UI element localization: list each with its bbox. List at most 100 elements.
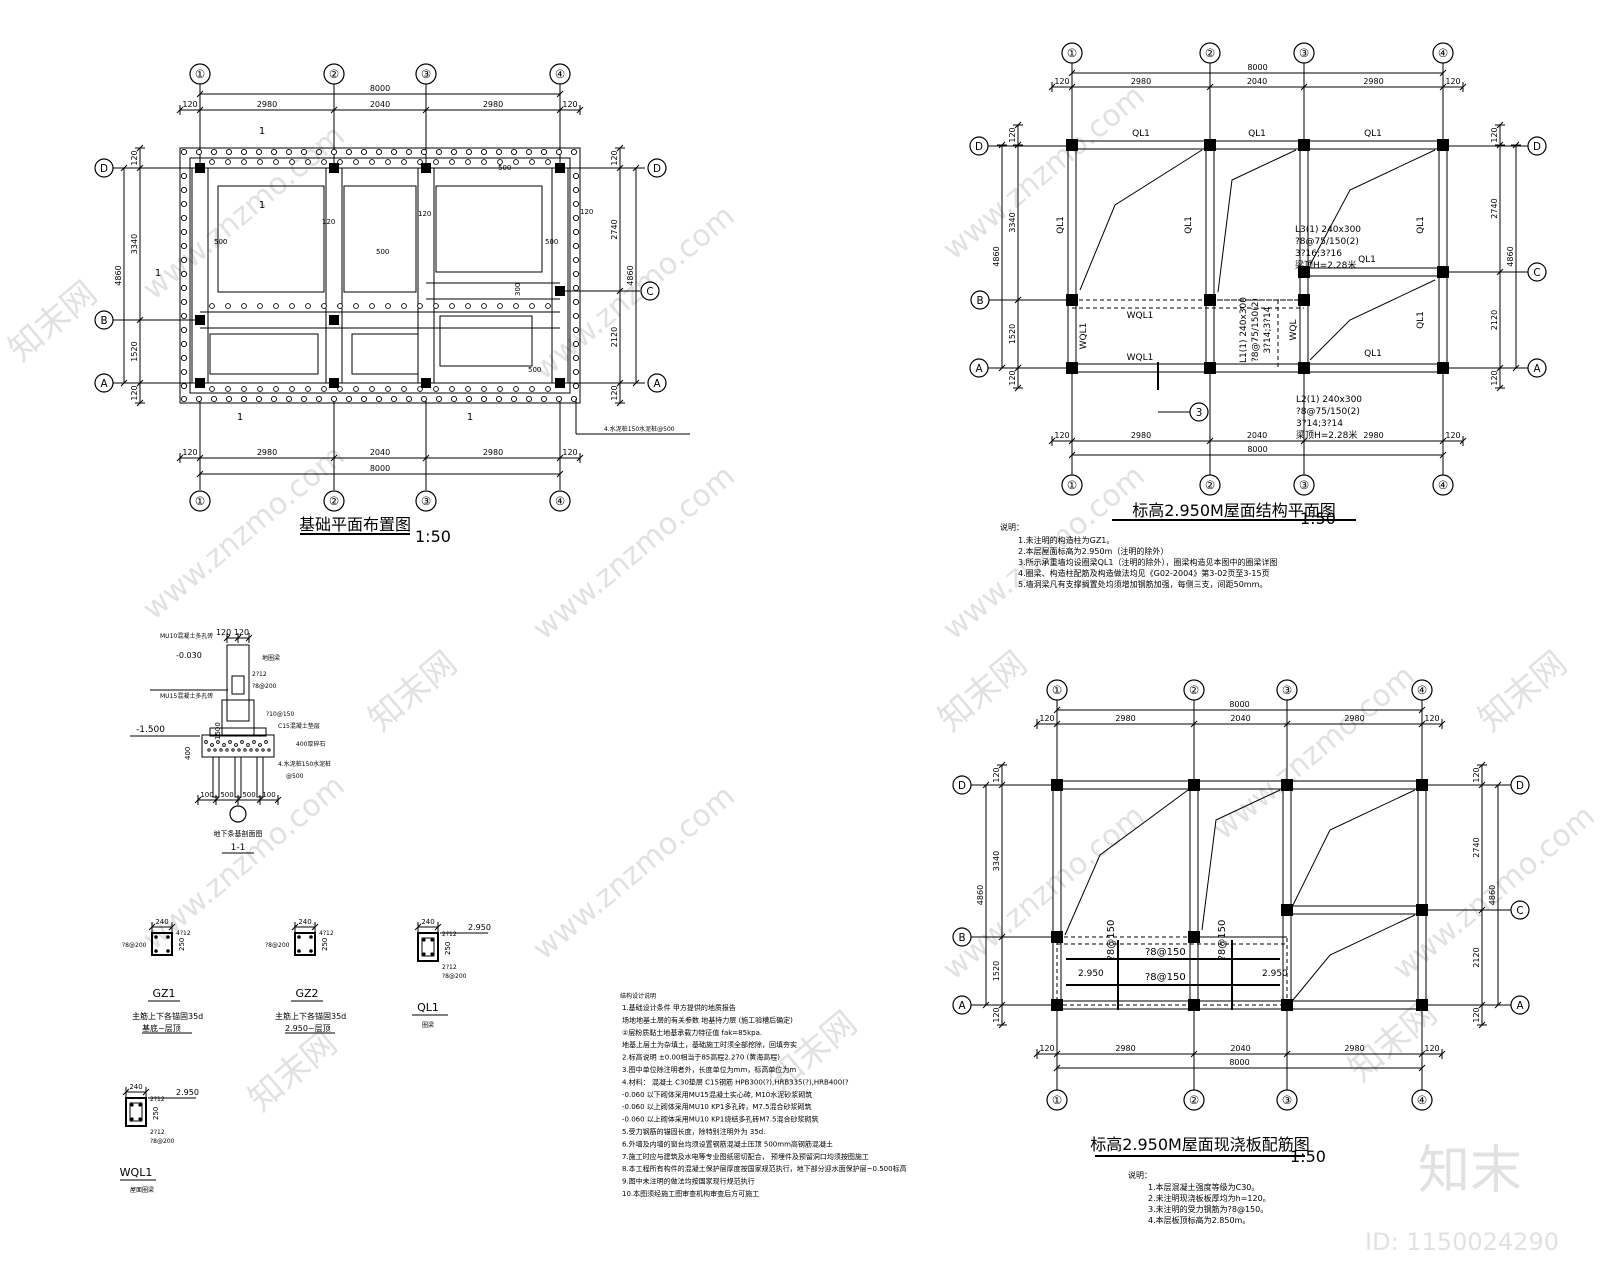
pile [465,303,471,309]
bars-top: 2?12 [150,1096,165,1103]
watermark-text: www.znzmo.com [136,118,351,307]
pile [240,148,248,156]
pile [273,303,279,309]
dim-text: 8000 [1229,700,1249,709]
detail-note: 主筋上下各锚固35d [275,1011,346,1021]
dim-slash [1053,706,1061,714]
beam-ql1: QL1 [1416,216,1426,234]
dim-slash [1068,451,1076,459]
dim-h: 250 [178,938,186,951]
axis-B-left-label: B [958,932,965,944]
l3-text: ?8@75/150(2) [1295,237,1359,247]
pile [305,159,311,165]
rebar-text: ?8@150 [1106,920,1117,961]
pile [225,386,231,392]
dim-text: 2980 [1344,1044,1364,1053]
pile [321,159,327,165]
slab-zone [1056,936,1288,1006]
stirrup-text: ?8@200 [265,942,290,949]
dim-slash [1494,781,1502,789]
gravel [222,743,226,747]
pile [420,148,428,156]
column [421,378,431,388]
pile [273,386,279,392]
l2-text: 梁顶H=2.28米 [1296,429,1357,441]
pile [195,148,203,156]
column [1051,999,1063,1011]
pile [330,148,338,156]
stirrup-text: ?8@200 [122,942,147,949]
plan-title: 标高2.950M屋面现浇板配筋图 [1090,1135,1310,1154]
pile [321,386,327,392]
note-line: -0.060 以上砌体采用MU10 KP1多孔砖，M7.5混合砂浆砌筑 [622,1102,812,1111]
dim-slash [1478,1001,1486,1009]
dim-slash [212,796,220,804]
strip-foundation-section: 120 120MU10混凝土多孔砖-0.030MU15混凝土多孔砖-1.500地… [130,628,331,854]
axis-top-label: ① [1052,683,1062,697]
pile [390,148,398,156]
gravel [228,740,232,744]
dim-slash [1190,720,1198,728]
pile [572,312,580,320]
dim-slash [1439,83,1447,91]
brand-id-text: ID: 1150024290 [1365,1228,1559,1256]
pile [572,186,580,194]
column [329,378,339,388]
pile [465,386,471,392]
dim-slash [1190,1050,1198,1058]
pile [195,395,203,403]
pile [240,395,248,403]
dim-text: 1520 [992,961,1001,981]
dim-text: 2980 [257,100,277,109]
pile [270,148,278,156]
dim-text: 120 [1445,431,1460,440]
detail-range: 2.950~层顶 [285,1024,331,1033]
note-line: 1.本层混凝土强度等级为C30。 [1148,1182,1259,1192]
rebar-dot [130,1103,134,1107]
rebar-dot [138,1103,142,1107]
pile [572,368,580,376]
column [1416,904,1428,916]
axis-D-left-label: D [100,163,108,175]
column [1204,362,1216,374]
pile [210,395,218,403]
dim-slash [1418,1064,1426,1072]
l1-text: L1(1) 240x300 [1239,297,1249,363]
pile [385,386,391,392]
dim-slash [1418,1050,1426,1058]
pile [180,214,188,222]
axis-D-right-label: D [1533,141,1541,153]
gravel-text: 400厚碎石 [296,740,325,748]
pile [305,386,311,392]
pile [465,159,471,165]
column [1298,139,1310,151]
dim-slash [982,781,990,789]
pile-shaft [234,756,242,798]
pile [209,303,215,309]
dim-text: 4860 [992,246,1001,266]
axis-bottom-label: ② [1205,478,1215,492]
pile [360,395,368,403]
room [343,185,417,293]
gravel [264,740,268,744]
pile [497,303,503,309]
dim-text: 2040 [370,100,390,109]
pile-shaft [212,756,220,798]
column [1437,362,1449,374]
dim-text: 8000 [370,464,390,473]
dim-slash [120,379,128,387]
bars-text: 4?12 [319,930,334,937]
pile [435,148,443,156]
dim-text: 120 [1054,77,1069,86]
pile [572,382,580,390]
axis-A-left-label: A [100,378,107,390]
axis-A-right-label: A [1516,1000,1523,1012]
watermark-text: www.znzmo.com [526,778,741,967]
pile [255,395,263,403]
dim-text: 120 [182,100,197,109]
note-line: 4.圈梁、构造柱配筋及构造做法均见《G02-2004》第3-02页至3-15页 [1018,568,1270,578]
dim-1500: 1500 [214,722,222,740]
watermark-brand: 知末网 [931,643,1035,739]
plan-scale: 1:50 [1290,1147,1326,1166]
